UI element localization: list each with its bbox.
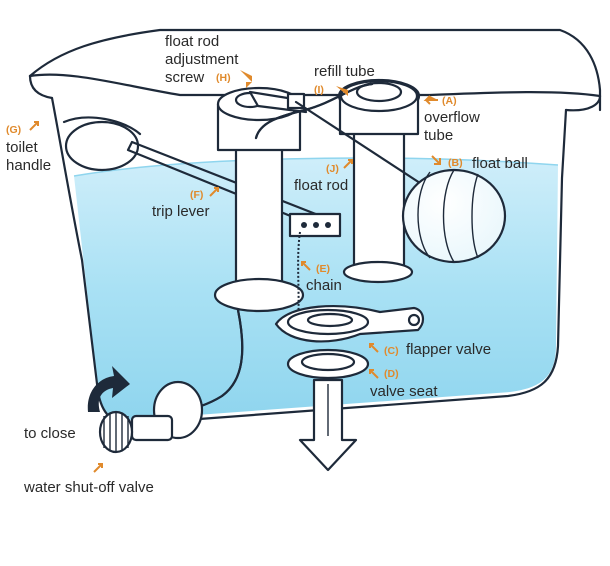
pointer-arrow-icon [301, 261, 311, 271]
label-water-shutoff-valve: water shut-off valve [23, 463, 154, 496]
pointer-arrow-icon [209, 187, 219, 197]
toilet-handle [62, 116, 142, 172]
water-shutoff-text: water shut-off valve [23, 479, 154, 496]
float-rod-text: float rod [294, 177, 348, 194]
code-d: (D) [384, 368, 399, 380]
code-h: (H) [216, 72, 231, 84]
pointer-arrow-icon [343, 159, 353, 169]
label-flapper-valve: (C) flapper valve [369, 341, 491, 358]
water-shutoff-valve [98, 380, 204, 454]
label-trip-lever: (F) trip lever [152, 187, 219, 220]
pointer-arrow-icon [431, 155, 441, 165]
pointer-arrow-icon [336, 86, 348, 96]
label-float-ball: (B) float ball [431, 155, 528, 172]
trip-lever-text: trip lever [152, 203, 210, 220]
label-toilet-handle: (G) toilet handle [6, 121, 51, 174]
toilet-line1: toilet [6, 139, 39, 156]
chain-text: chain [306, 277, 342, 294]
label-float-rod: (J) float rod [294, 159, 353, 194]
overflow-line2: tube [424, 127, 453, 144]
water-surface [73, 157, 559, 177]
down-arrow-icon [298, 378, 358, 472]
pointer-arrow-icon [93, 463, 103, 473]
label-valve-seat: (D) valve seat [369, 368, 438, 400]
chain [288, 212, 342, 325]
label-refill-tube: refill tube (I) [314, 63, 375, 96]
float-rod-line2: adjustment [165, 51, 239, 68]
code-i: (I) [314, 84, 324, 96]
float-rod-line1: float rod [165, 33, 219, 50]
code-e: (E) [316, 263, 330, 275]
refill-tube-text: refill tube [314, 63, 375, 80]
float-ball-text: float ball [472, 155, 528, 172]
pointer-arrow-icon [423, 95, 438, 105]
valve-seat-text: valve seat [370, 383, 438, 400]
toilet-line2: handle [6, 157, 51, 174]
flapper-valve [274, 305, 424, 343]
pointer-arrow-icon [369, 343, 379, 353]
curved-arrow-icon [87, 366, 130, 412]
flapper-valve-text: flapper valve [406, 341, 491, 358]
code-f: (F) [190, 189, 203, 201]
float-ball [401, 168, 507, 264]
pointer-arrow-icon [29, 121, 39, 131]
code-a: (A) [442, 95, 457, 107]
label-overflow-tube: (A) overflow tube [423, 95, 480, 144]
code-b: (B) [448, 157, 463, 169]
code-g: (G) [6, 124, 21, 136]
code-j: (J) [326, 163, 339, 175]
overflow-line1: overflow [424, 109, 480, 126]
pointer-arrow-icon [240, 70, 252, 88]
label-float-rod-adjustment-screw: float rod adjustment screw (H) [165, 33, 252, 88]
pointer-arrow-icon [369, 369, 379, 379]
to-close-text: to close [24, 425, 76, 442]
code-c: (C) [384, 345, 399, 357]
valve-seat [286, 348, 370, 380]
label-chain: (E) chain [301, 261, 342, 294]
float-rod-line3: screw [165, 69, 204, 86]
